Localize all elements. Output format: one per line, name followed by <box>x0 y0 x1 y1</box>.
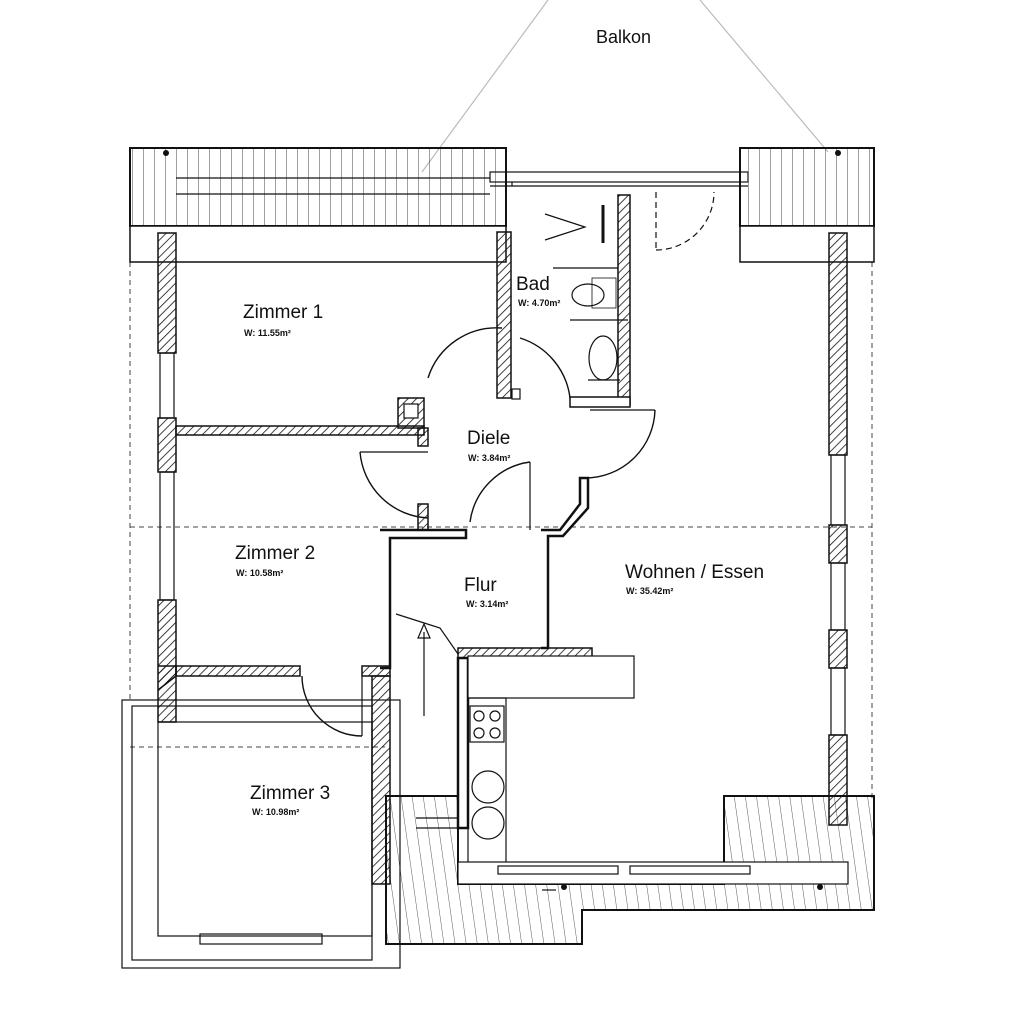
bathroom-window-frame <box>489 171 749 187</box>
outer-walls <box>157 232 848 826</box>
stair-arrow <box>395 613 459 716</box>
roof-top-right <box>739 147 875 263</box>
balcony-label: Balkon <box>596 27 651 47</box>
downspouts <box>163 150 841 156</box>
doors <box>301 191 715 737</box>
room-area-wohnen-essen: W: 35.42m² <box>626 586 673 596</box>
interior-walls <box>157 397 593 885</box>
bathroom-walls <box>496 194 631 408</box>
room-area-flur: W: 3.14m² <box>466 599 508 609</box>
room-label-zimmer-1: Zimmer 1 <box>243 302 323 323</box>
room-area-zimmer-2: W: 10.58m² <box>236 568 283 578</box>
room-label-wohnen-essen: Wohnen / Essen <box>625 562 764 583</box>
kitchen <box>467 655 635 865</box>
room-label-bad: Bad <box>516 274 550 295</box>
roof-top-left <box>129 147 507 263</box>
room-area-zimmer-1: W: 11.55m² <box>244 328 291 338</box>
room-label-flur: Flur <box>464 575 497 596</box>
zimmer-3-bay <box>121 699 401 969</box>
roof-bottom <box>385 795 875 945</box>
roof-overhang-lines <box>129 262 873 798</box>
room-area-diele: W: 3.84m² <box>468 453 510 463</box>
room-area-zimmer-3: W: 10.98m² <box>252 807 299 817</box>
room-label-zimmer-2: Zimmer 2 <box>235 543 315 564</box>
room-label-zimmer-3: Zimmer 3 <box>250 783 330 804</box>
room-label-diele: Diele <box>467 428 510 449</box>
room-area-bad: W: 4.70m² <box>518 298 560 308</box>
balcony-outline <box>421 0 829 173</box>
